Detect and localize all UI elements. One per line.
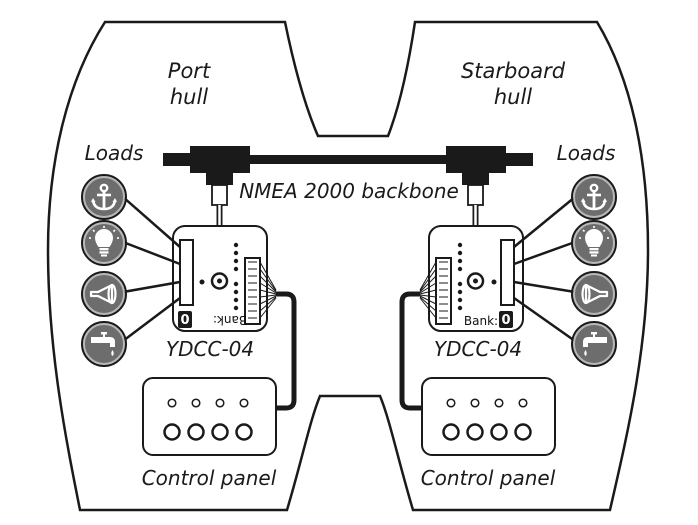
panel-leds-left — [167, 398, 249, 408]
ydcc-04-device-left: 0 Bank: — [172, 225, 268, 332]
port-hull-label-line1: Port — [168, 59, 211, 83]
bank-value-left: 0 — [180, 313, 189, 328]
t-connector-left — [190, 146, 250, 185]
load-terminal-block-right — [500, 239, 515, 306]
drop-cable-right — [467, 184, 484, 206]
load-icon-right-3 — [571, 271, 617, 317]
load-icon-left-3 — [81, 271, 127, 317]
load-icon-right-2 — [571, 220, 617, 266]
load-terminal-block-left — [179, 239, 194, 306]
bank-label-left: Bank: — [213, 313, 247, 327]
load-icon-left-1 — [81, 174, 127, 220]
panel-buttons-right — [442, 423, 532, 441]
panel-buttons-left — [163, 423, 253, 441]
control-panel-label-left: Control panel — [142, 466, 277, 490]
t-connector-right — [446, 146, 506, 185]
bank-label-right: Bank: — [464, 314, 498, 328]
starboard-hull-label-line1: Starboard — [461, 59, 566, 83]
starboard-hull-label-line2: hull — [494, 85, 532, 109]
device-label-left: YDCC-04 — [166, 337, 254, 361]
drop-cable-left — [211, 184, 228, 206]
ribbon-cable-left — [259, 261, 297, 411]
ribbon-cable-right — [399, 261, 437, 411]
control-panel-right — [421, 377, 556, 456]
bank-value-right: 0 — [501, 313, 510, 328]
ydcc-04-device-right: Bank: 0 — [428, 225, 524, 332]
control-panel-left — [142, 377, 277, 456]
loads-label-left: Loads — [85, 141, 144, 165]
panel-connector-right — [435, 257, 452, 325]
control-panel-label-right: Control panel — [421, 466, 556, 490]
load-wires-right — [513, 196, 576, 343]
load-icon-right-4 — [571, 321, 617, 367]
port-hull-label-line2: hull — [170, 85, 208, 109]
nmea-backbone — [163, 146, 533, 185]
backbone-label: NMEA 2000 backbone — [239, 179, 459, 203]
panel-connector-left — [244, 257, 261, 325]
catamaran-hull-outline — [46, 20, 650, 512]
loads-label-right: Loads — [557, 141, 616, 165]
device-label-right: YDCC-04 — [434, 337, 522, 361]
panel-leds-right — [446, 398, 528, 408]
load-wires-left — [122, 196, 181, 342]
load-icon-left-4 — [81, 321, 127, 367]
load-icon-left-2 — [81, 220, 127, 266]
load-icon-right-1 — [571, 174, 617, 220]
